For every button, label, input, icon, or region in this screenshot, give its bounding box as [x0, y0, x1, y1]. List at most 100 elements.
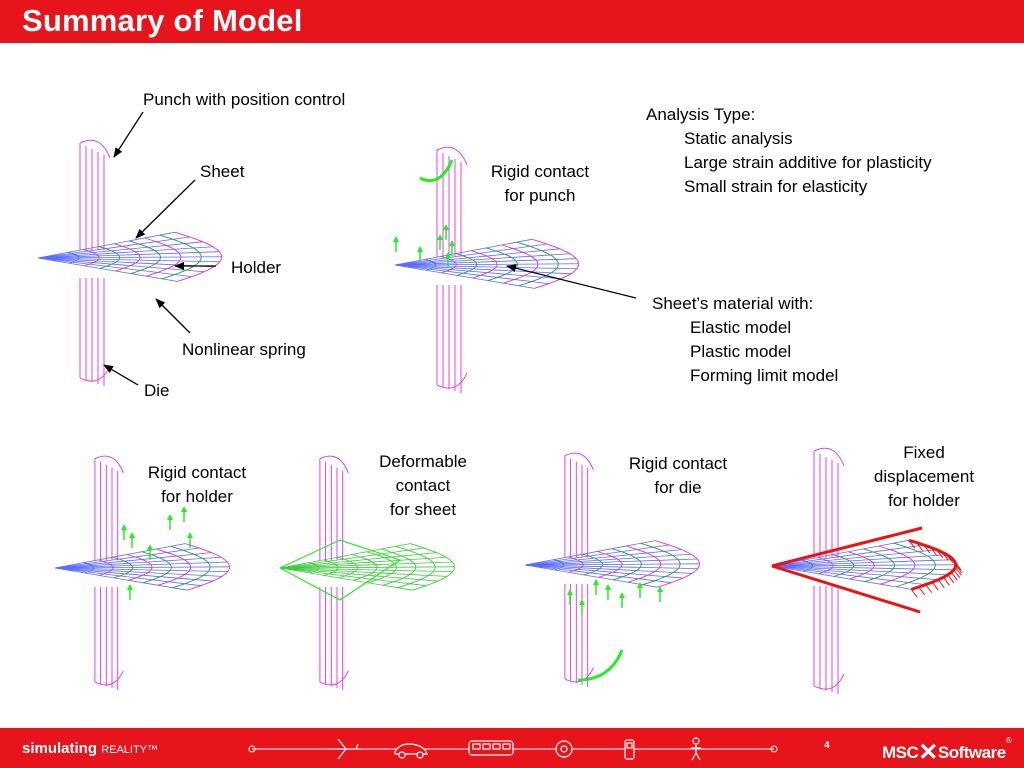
contact-arrowhead — [619, 592, 625, 598]
mesh-spoke — [54, 543, 186, 569]
airplane-icon — [330, 738, 359, 760]
mesh-spoke — [524, 553, 692, 566]
contact-arrowhead — [129, 532, 135, 538]
mesh-spoke — [394, 264, 577, 270]
punch-top-edge — [813, 447, 845, 467]
contact-arrowhead — [417, 246, 423, 252]
gear-icon — [555, 740, 573, 758]
sheet-mesh — [54, 543, 230, 591]
mesh-spoke — [54, 567, 223, 577]
mesh-spoke — [54, 567, 202, 587]
fixed-tick — [955, 564, 963, 574]
person-icon — [691, 737, 701, 761]
label-rigid-contact-holder: Rigid contact for holder — [147, 463, 247, 506]
mesh-spoke — [524, 564, 693, 574]
die-bottom-edge — [436, 372, 468, 389]
mesh-spoke — [771, 565, 912, 590]
mesh-spoke — [524, 558, 698, 566]
mesh-spoke — [37, 241, 203, 259]
car-icon — [394, 743, 428, 759]
mesh-spoke — [771, 564, 956, 567]
label-deformable-contact-sheet: Deformable contact for sheet — [379, 452, 467, 519]
mesh-spoke — [54, 567, 228, 572]
mesh-spoke — [37, 256, 222, 259]
tool-surfaces — [813, 447, 845, 694]
footer-icon-strip — [248, 737, 778, 761]
punch-top-edge — [319, 455, 349, 474]
label-rigid-contact-punch: Rigid contact for punch — [490, 162, 590, 205]
contact-arrowhead — [657, 586, 663, 592]
fixed-tick — [931, 581, 939, 591]
label-fixed-displacement-holder: Fixed displacement for holder — [873, 443, 975, 510]
mesh-spoke — [394, 248, 560, 266]
train-icon — [468, 740, 514, 756]
mesh-spoke — [37, 257, 214, 268]
die-bottom-edge — [813, 673, 845, 690]
contact-arrowhead — [579, 599, 585, 605]
msc-software-logo: MSC✕Software® — [882, 736, 1012, 766]
mesh-spoke — [54, 556, 222, 569]
fixed-tick — [910, 589, 918, 598]
title-bar: Summary of Model — [0, 0, 1024, 43]
fixed-edge — [771, 526, 923, 568]
analysis-item: Small strain for elasticity — [684, 177, 868, 196]
fixed-tick — [916, 542, 923, 551]
mesh-spoke — [279, 552, 437, 569]
model-figure-deformable-sheet — [279, 455, 455, 690]
sheet-mesh — [37, 231, 223, 282]
mesh-spoke — [37, 257, 178, 282]
contact-arrowhead — [127, 584, 133, 590]
fixed-tick — [937, 579, 945, 589]
mesh-spoke — [524, 564, 698, 569]
analysis-item: Static analysis — [684, 129, 793, 148]
die-contact-arc — [577, 649, 624, 682]
mesh-spoke — [394, 243, 547, 266]
mesh-spoke — [524, 564, 683, 579]
label-punch: Punch with position control — [143, 90, 346, 109]
material-item: Forming limit model — [690, 366, 839, 385]
phone-icon — [624, 739, 635, 760]
mesh-spoke — [54, 561, 228, 569]
mesh-spoke — [54, 567, 213, 582]
contact-arrowhead — [167, 514, 173, 520]
mesh-spoke — [771, 544, 924, 567]
mesh-spoke — [37, 257, 192, 278]
contact-arrowhead — [605, 584, 611, 590]
mesh-spoke — [54, 566, 230, 569]
mesh-spoke — [279, 543, 411, 569]
arrow-material — [506, 264, 637, 299]
material-item: Elastic model — [690, 318, 792, 337]
contact-arrowhead — [437, 234, 443, 240]
mesh-spoke — [524, 549, 682, 566]
mesh-spoke — [524, 564, 658, 588]
fixed-tick — [946, 554, 954, 564]
arrow-punch — [113, 111, 144, 158]
fixed-displacement-markers — [771, 526, 963, 614]
fixed-tick — [925, 584, 933, 593]
mesh-spoke — [771, 565, 926, 586]
arrow-die — [103, 364, 139, 386]
fixed-tick — [950, 571, 958, 581]
footer-bar: simulating REALITY™ — [0, 728, 1024, 768]
mesh-spoke — [524, 563, 700, 566]
contact-arrowhead — [443, 224, 449, 230]
punch-top-edge — [436, 146, 468, 166]
fixed-tick — [908, 540, 916, 549]
fixed-tick — [936, 549, 944, 559]
die-bottom-edge — [319, 670, 349, 686]
page-title: Summary of Model — [22, 3, 303, 38]
label-sheet: Sheet — [200, 162, 245, 181]
mesh-spoke — [279, 561, 453, 569]
material-heading: Sheet’s material with: — [652, 294, 814, 313]
mesh-spoke — [394, 258, 577, 266]
callout-arrows — [103, 111, 637, 386]
mesh-spoke — [394, 253, 570, 266]
tool-surfaces — [94, 455, 124, 690]
mesh-spoke — [394, 238, 533, 266]
fixed-tick — [923, 544, 931, 554]
arrow-sheet — [135, 179, 196, 239]
mesh-spoke — [524, 564, 672, 584]
label-holder: Holder — [231, 258, 282, 277]
mesh-spoke — [37, 251, 220, 259]
tool-surfaces — [564, 452, 594, 687]
